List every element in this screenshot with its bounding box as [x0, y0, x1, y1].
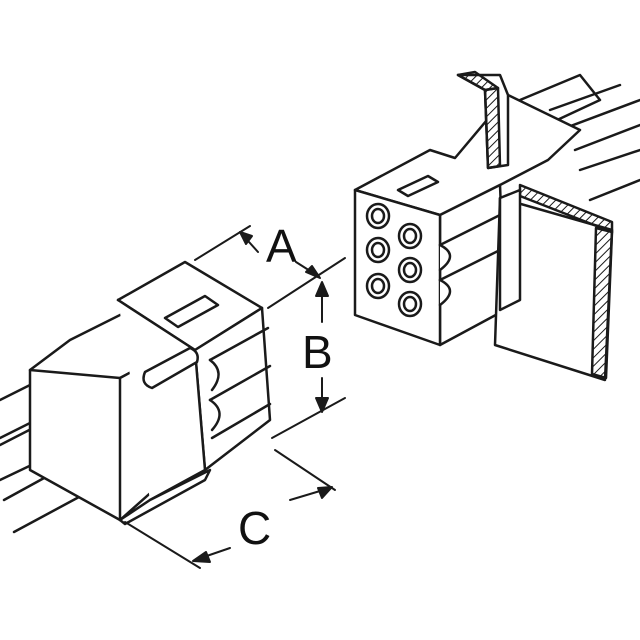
panel-lower-section [493, 196, 614, 382]
contact-hole [365, 272, 391, 300]
receptacle-connector [353, 70, 640, 382]
receptacle-contact-holes [365, 202, 423, 318]
contact-hole [365, 202, 391, 230]
plug-connector [0, 260, 272, 534]
contact-hole [397, 222, 423, 250]
dimension-label-c: C [238, 502, 271, 554]
contact-hole [397, 256, 423, 284]
plug-latch-slot [163, 294, 220, 329]
contact-hole [365, 236, 391, 264]
receptacle-latch-window [396, 174, 440, 198]
dimension-label-b: B [302, 326, 333, 378]
dimension-lines [124, 225, 346, 569]
dimension-label-a: A [266, 220, 297, 272]
contact-hole [397, 290, 423, 318]
plug-peg [142, 346, 199, 390]
